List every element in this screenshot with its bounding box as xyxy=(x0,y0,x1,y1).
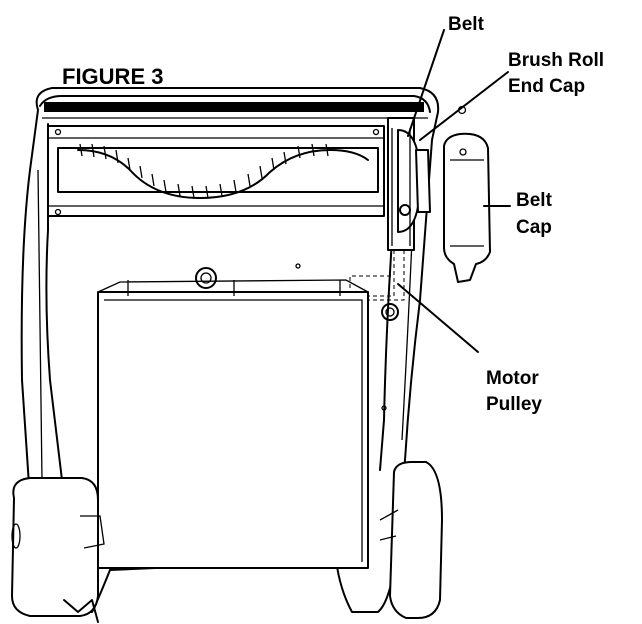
vacuum-base xyxy=(20,87,440,613)
right-wheel xyxy=(379,461,443,619)
label-motor-pulley-line1: Motor xyxy=(486,368,539,389)
figure-title: FIGURE 3 xyxy=(62,64,163,89)
bag-panel xyxy=(97,263,399,569)
brush-roll xyxy=(47,125,385,217)
label-brush-roll-end-cap-line1: Brush Roll xyxy=(508,50,604,71)
label-belt-cap-line2: Cap xyxy=(516,217,552,238)
label-motor-pulley-line2: Pulley xyxy=(486,394,542,415)
label-belt: Belt xyxy=(448,14,485,35)
left-wheel xyxy=(11,477,105,617)
leader-lines xyxy=(397,29,511,353)
belt-assembly xyxy=(340,117,431,301)
belt-cap xyxy=(443,105,491,283)
label-brush-roll-end-cap-line2: End Cap xyxy=(508,76,585,97)
cord xyxy=(63,599,99,623)
label-belt-cap-line1: Belt xyxy=(516,190,553,211)
